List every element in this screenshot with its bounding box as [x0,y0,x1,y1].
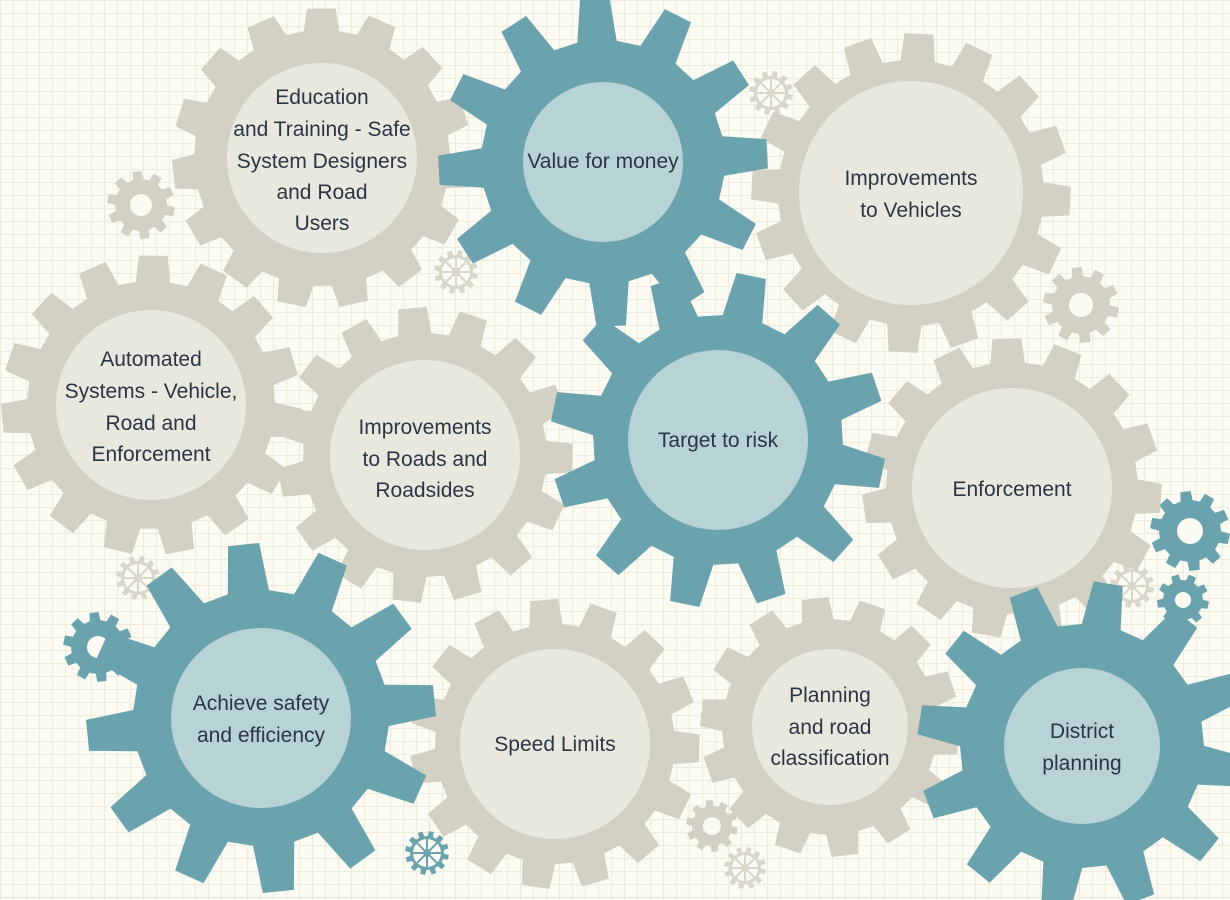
small-gear-icon [405,831,449,875]
small-gear-icon [1043,267,1119,343]
gear-enforcement-label-line: Enforcement [952,478,1071,501]
gear-planning-road-label-line: classification [770,747,889,770]
small-gear-icon [724,847,766,889]
small-gear-icon [749,71,793,115]
gear-automated-systems-center [56,310,246,500]
gear-value-for-money: Value for money [438,0,768,327]
gear-speed-limits-center [460,649,650,839]
gear-automated-systems-label-line: Enforcement [91,443,210,466]
gear-planning-road: Planning and road classification [700,597,960,857]
gear-education-training-label-line: and Road [276,181,367,204]
gear-automated-systems-label-line: Systems - Vehicle, [65,380,238,403]
gear-achieve-safety-center [171,628,351,808]
gear-achieve-safety: Achieve safety and efficiency [86,543,436,893]
gear-district-planning-label-line: District [1050,720,1114,743]
small-gear-icon [434,250,478,294]
gear-improvements-roads-label-line: Roadsides [375,479,474,502]
gear-target-to-risk: Target to risk [551,273,885,607]
gear-planning-road-label-line: and road [789,716,872,739]
gear-district-planning-center [1004,668,1160,824]
gear-speed-limits-label-line: Speed Limits [494,733,615,756]
small-gear-icon [1150,491,1230,571]
gear-improvements-vehicles: Improvements to Vehicles [751,33,1071,353]
gear-improvements-vehicles-label-line: to Vehicles [860,199,962,222]
gear-education-training-center [227,63,417,253]
gear-improvements-vehicles-center [799,81,1023,305]
gear-education-training-label-line: and Training - Safe [233,118,410,141]
gear-value-for-money-label-line: Value for money [527,150,679,173]
gear-achieve-safety-label-line: Achieve safety [193,692,330,715]
small-gear-icon [107,171,175,239]
gear-target-to-risk-label-line: Target to risk [658,429,779,452]
gear-district-planning-label-line: planning [1042,752,1121,775]
gear-value-for-money-center [523,82,683,242]
gear-enforcement-center [912,388,1112,588]
small-gear-icon [1157,574,1209,626]
gear-district-planning: District planning [917,581,1230,900]
gear-education-training-label-line: Education [275,86,368,109]
gear-improvements-roads-center [330,360,520,550]
gear-automated-systems-label-line: Road and [105,412,196,435]
gear-education-training-label-line: Users [295,212,350,235]
gear-enforcement: Enforcement [862,338,1162,638]
gear-automated-systems-label-line: Automated [100,348,202,371]
gear-improvements-vehicles-label-line: Improvements [844,167,977,190]
gear-planning-road-center [752,649,908,805]
gear-speed-limits: Speed Limits [410,599,700,889]
gear-education-training-label-line: System Designers [237,150,407,173]
gear-planning-road-label-line: Planning [789,684,871,707]
small-gear-icon [686,800,738,852]
gear-improvements-roads-label-line: to Roads and [363,448,488,471]
gear-achieve-safety-label-line: and efficiency [197,724,326,747]
gear-target-to-risk-center [628,350,808,530]
gear-improvements-roads-label-line: Improvements [358,416,491,439]
